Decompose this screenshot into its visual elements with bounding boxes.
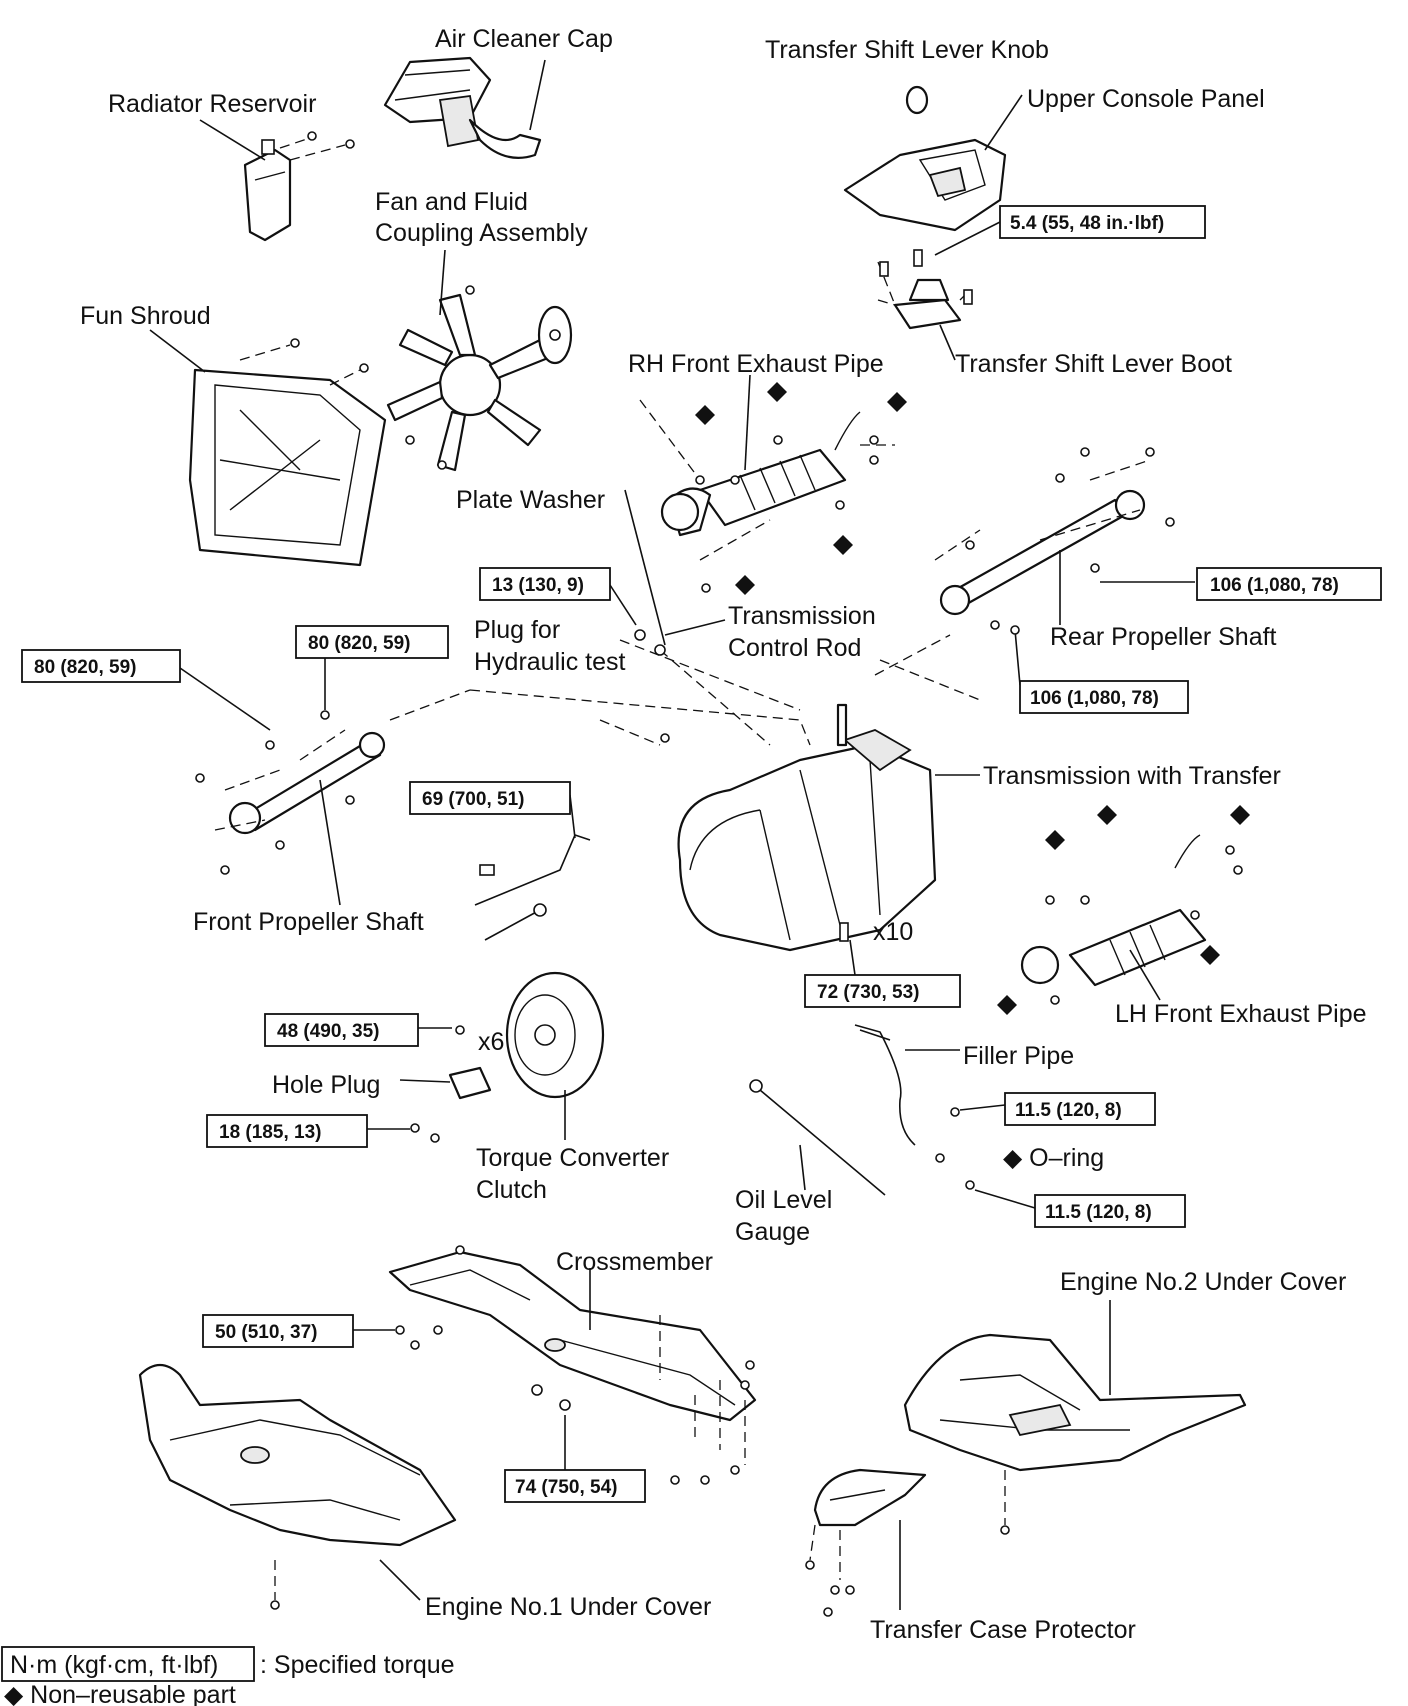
label-lh-exhaust: LH Front Exhaust Pipe bbox=[1115, 1000, 1367, 1028]
torque-48: 48 (490, 35) bbox=[277, 1021, 379, 1042]
torque-filler-2: 11.5 (120, 8) bbox=[1045, 1202, 1152, 1223]
non-reusable-markers bbox=[695, 382, 1250, 1015]
leader-lines bbox=[149, 59, 1195, 1610]
part-labels: Air Cleaner Cap Radiator Reservoir Fan a… bbox=[80, 25, 1367, 1644]
torque-72: 72 (730, 53) bbox=[817, 982, 919, 1003]
legend-unit-box: N·m (kgf·cm, ft·lbf) bbox=[10, 1651, 218, 1679]
label-engine-no2: Engine No.2 Under Cover bbox=[1060, 1268, 1346, 1296]
engine-no2-cover-part bbox=[903, 1333, 1247, 1472]
legend-unit-text: : Specified torque bbox=[260, 1651, 455, 1679]
label-transfer-protector: Transfer Case Protector bbox=[870, 1616, 1136, 1644]
torque-specs: 5.4 (55, 48 in.·lbf) 13 (130, 9) 106 (1,… bbox=[21, 205, 1382, 1503]
label-x6: x6 bbox=[478, 1028, 504, 1056]
label-fan-coupling-2: Coupling Assembly bbox=[375, 219, 588, 247]
torque-front-mid: 80 (820, 59) bbox=[308, 633, 410, 654]
fasteners bbox=[195, 285, 1243, 1617]
assembly-lines bbox=[274, 399, 1006, 1600]
label-oil-gauge-1: Oil Level bbox=[735, 1186, 832, 1214]
label-engine-no1: Engine No.1 Under Cover bbox=[425, 1593, 711, 1621]
engine-no1-cover-part bbox=[138, 1363, 457, 1547]
label-crossmember: Crossmember bbox=[556, 1248, 713, 1276]
label-front-shaft: Front Propeller Shaft bbox=[193, 908, 424, 936]
torque-console: 5.4 (55, 48 in.·lbf) bbox=[1010, 213, 1164, 234]
upper-console-part bbox=[843, 138, 1007, 232]
torque-filler-1: 11.5 (120, 8) bbox=[1015, 1100, 1122, 1121]
torque-rear-upper: 106 (1,080, 78) bbox=[1210, 575, 1339, 596]
torque-74: 74 (750, 54) bbox=[515, 1477, 617, 1498]
oil-level-gauge-part bbox=[749, 1079, 886, 1196]
label-plug-1: Plug for bbox=[474, 616, 560, 644]
shift-knob-part bbox=[905, 85, 929, 115]
label-trans-rod-1: Transmission bbox=[728, 602, 876, 630]
legend: N·m (kgf·cm, ft·lbf) : Specified torque … bbox=[1, 1646, 455, 1706]
transfer-protector-part bbox=[813, 1468, 927, 1527]
shift-boot-part bbox=[877, 249, 973, 330]
label-torque-conv-2: Clutch bbox=[476, 1176, 547, 1204]
torque-front-left: 80 (820, 59) bbox=[34, 657, 136, 678]
legend-nonreusable: ◆ Non–reusable part bbox=[4, 1681, 236, 1706]
label-filler-pipe: Filler Pipe bbox=[963, 1042, 1074, 1070]
label-fan-coupling-1: Fan and Fluid bbox=[375, 188, 528, 216]
lh-exhaust-part bbox=[1020, 834, 1207, 987]
label-plate-washer: Plate Washer bbox=[456, 486, 605, 514]
air-cleaner-cap-part bbox=[383, 56, 542, 159]
label-rh-exhaust: RH Front Exhaust Pipe bbox=[628, 350, 884, 378]
label-trans-transfer: Transmission with Transfer bbox=[983, 762, 1281, 790]
label-air-cleaner-cap: Air Cleaner Cap bbox=[435, 25, 613, 53]
torque-plate-washer: 13 (130, 9) bbox=[492, 575, 584, 596]
radiator-reservoir-part bbox=[243, 131, 355, 242]
fan-shroud-part bbox=[188, 338, 387, 567]
fan-coupling-part bbox=[386, 293, 573, 472]
label-o-ring: ◆ O–ring bbox=[1003, 1144, 1104, 1172]
label-transfer-knob: Transfer Shift Lever Knob bbox=[765, 36, 1049, 64]
label-hole-plug: Hole Plug bbox=[272, 1071, 380, 1099]
transmission-part bbox=[677, 703, 937, 952]
filler-pipe-part bbox=[854, 1024, 916, 1146]
torque-converter-part bbox=[505, 971, 605, 1099]
rear-shaft-part bbox=[934, 459, 1151, 616]
label-plug-2: Hydraulic test bbox=[474, 648, 625, 676]
rh-exhaust-part bbox=[660, 411, 861, 537]
front-shaft-part bbox=[214, 729, 386, 835]
torque-18: 18 (185, 13) bbox=[219, 1122, 321, 1143]
label-trans-rod-2: Control Rod bbox=[728, 634, 861, 662]
label-rear-shaft: Rear Propeller Shaft bbox=[1050, 623, 1277, 651]
label-x10: x10 bbox=[873, 918, 913, 946]
label-fun-shroud: Fun Shroud bbox=[80, 302, 211, 330]
label-oil-gauge-2: Gauge bbox=[735, 1218, 810, 1246]
hole-plug-part bbox=[448, 1066, 492, 1100]
torque-50: 50 (510, 37) bbox=[215, 1322, 317, 1343]
crossmember-part bbox=[388, 1250, 757, 1422]
label-torque-conv-1: Torque Converter bbox=[476, 1144, 669, 1172]
torque-rear-lower: 106 (1,080, 78) bbox=[1030, 688, 1159, 709]
label-transfer-boot: Transfer Shift Lever Boot bbox=[955, 350, 1232, 378]
label-upper-console: Upper Console Panel bbox=[1027, 85, 1265, 113]
torque-69: 69 (700, 51) bbox=[422, 789, 524, 810]
label-radiator-reservoir: Radiator Reservoir bbox=[108, 90, 316, 118]
control-cable-part bbox=[474, 834, 591, 941]
